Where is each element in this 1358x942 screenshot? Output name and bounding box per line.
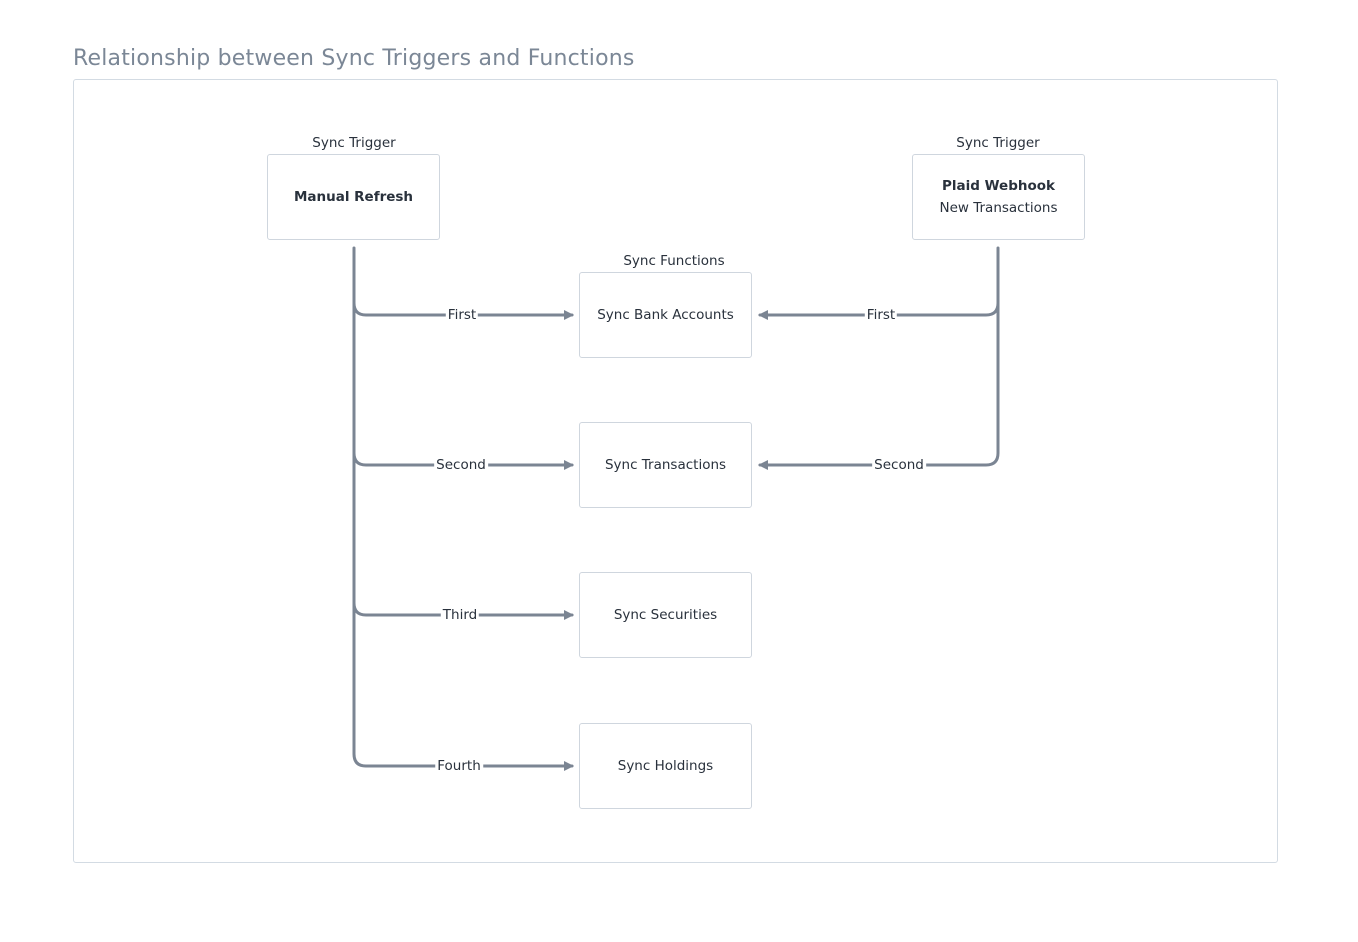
- sync-transactions-label: Sync Transactions: [604, 457, 727, 473]
- sync-securities-node[interactable]: Sync Securities: [579, 572, 752, 658]
- edge-label-manual-third: Third: [440, 607, 480, 623]
- edge-label-manual-first: First: [445, 307, 479, 323]
- manual-third-connector: [352, 451, 574, 620]
- edge-label-manual-second: Second: [434, 457, 488, 473]
- manual-trigger-caption: Sync Trigger: [312, 135, 396, 151]
- sync-transactions-node[interactable]: Sync Transactions: [579, 422, 752, 508]
- plaid-webhook-label: Plaid Webhook: [942, 178, 1055, 194]
- sync-functions-caption: Sync Functions: [623, 253, 725, 269]
- plaid-webhook-node[interactable]: Plaid Webhook New Transactions: [912, 154, 1085, 240]
- manual-fourth-connector: [352, 601, 574, 771]
- manual-first-connector: [352, 246, 574, 320]
- sync-holdings-label: Sync Holdings: [617, 758, 714, 774]
- plaid-webhook-sublabel: New Transactions: [939, 200, 1058, 216]
- webhook-trigger-caption: Sync Trigger: [956, 135, 1040, 151]
- manual-second-connector: [352, 301, 574, 470]
- sync-holdings-node[interactable]: Sync Holdings: [579, 723, 752, 809]
- diagram-frame: [73, 79, 1278, 863]
- edge-label-manual-fourth: Fourth: [435, 758, 483, 774]
- manual-refresh-node[interactable]: Manual Refresh: [267, 154, 440, 240]
- manual-refresh-label: Manual Refresh: [293, 189, 414, 205]
- sync-bank-accounts-label: Sync Bank Accounts: [597, 307, 734, 323]
- sync-bank-accounts-node[interactable]: Sync Bank Accounts: [579, 272, 752, 358]
- sync-securities-label: Sync Securities: [613, 607, 718, 623]
- diagram-title: Relationship between Sync Triggers and F…: [73, 46, 635, 71]
- edge-label-webhook-second: Second: [872, 457, 926, 473]
- webhook-second-connector: [758, 301, 1000, 470]
- edge-label-webhook-first: First: [864, 307, 898, 323]
- webhook-first-connector: [758, 246, 1000, 320]
